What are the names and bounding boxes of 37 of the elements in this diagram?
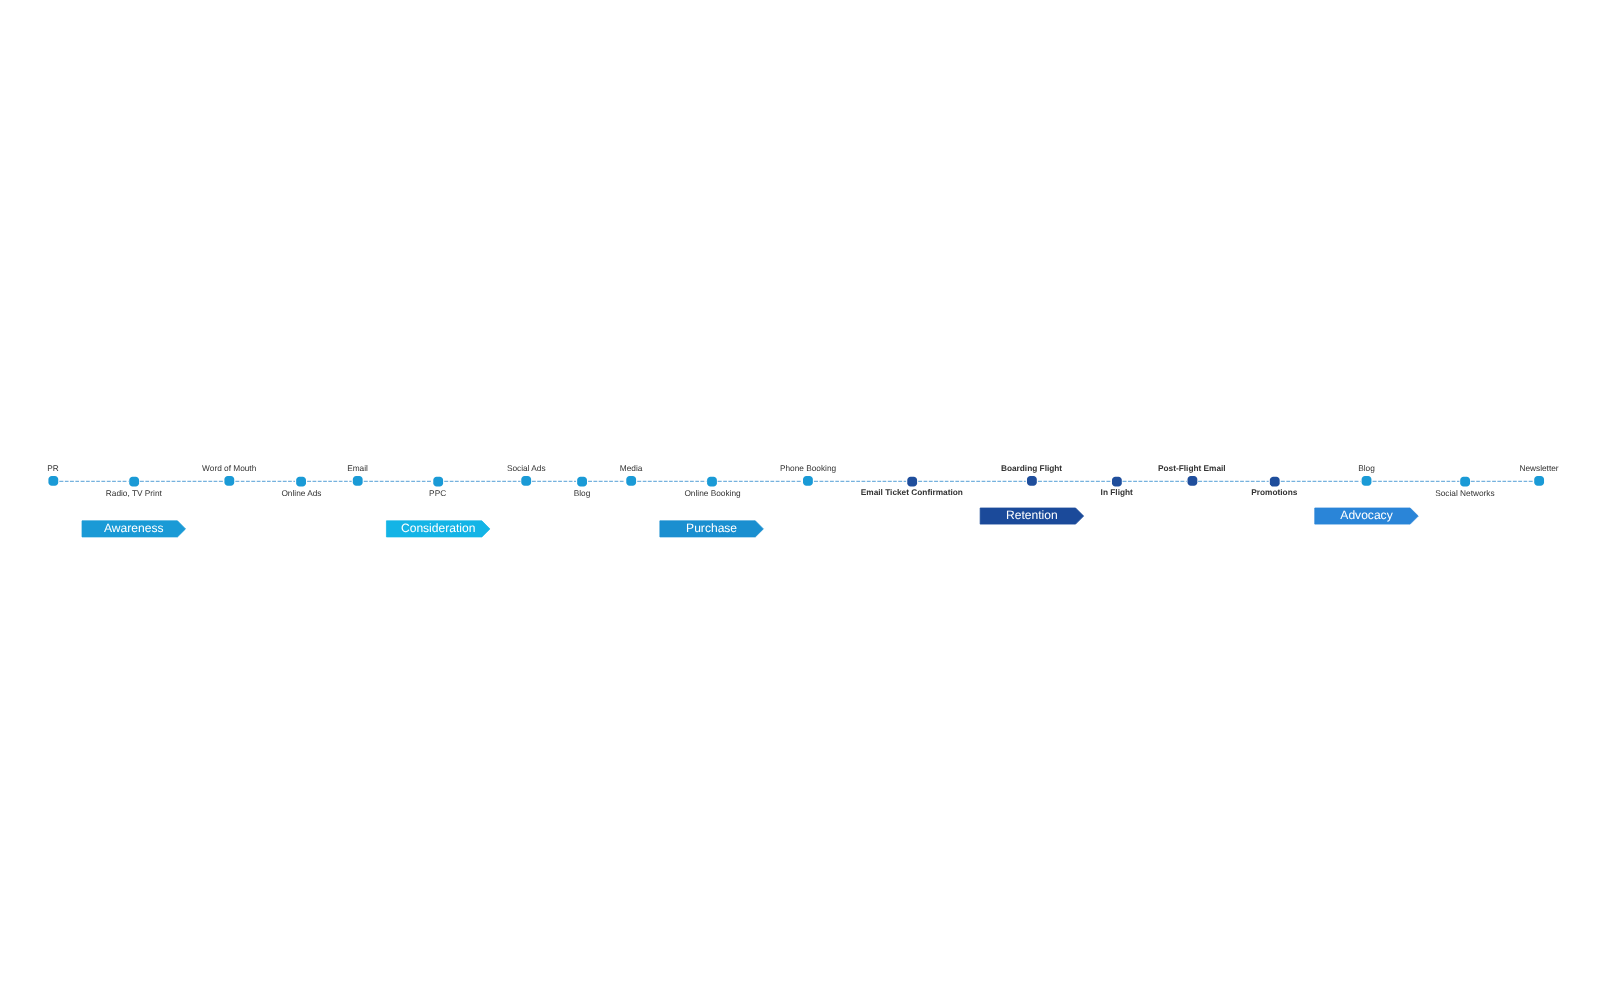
node-circle <box>626 476 637 486</box>
node-circle <box>803 476 813 486</box>
node-circle <box>1460 476 1470 487</box>
node-circle <box>48 476 59 486</box>
connector <box>1122 480 1188 482</box>
node-circle <box>1534 476 1545 486</box>
node-circle <box>296 476 306 487</box>
connector <box>306 480 353 482</box>
connector <box>235 480 296 482</box>
connector <box>1372 480 1460 482</box>
node-circle <box>129 476 140 487</box>
connector <box>531 480 577 482</box>
node-circle <box>907 476 918 487</box>
connector <box>59 480 129 482</box>
node-circle <box>1111 476 1122 487</box>
connector <box>636 480 707 482</box>
node-circle <box>1027 476 1037 486</box>
connector <box>1470 480 1534 482</box>
connector <box>917 480 1027 482</box>
node-circle <box>224 476 235 486</box>
node-circle <box>433 476 444 487</box>
connector <box>1280 480 1361 482</box>
connector <box>443 480 521 482</box>
connector <box>363 480 433 482</box>
node-circle <box>707 476 717 487</box>
node-circle <box>352 476 363 486</box>
connector <box>813 480 907 482</box>
node-circle <box>1187 476 1198 486</box>
node-circle <box>1269 476 1280 487</box>
node-circle <box>1361 476 1372 486</box>
connector <box>587 480 626 482</box>
connector <box>1197 480 1270 482</box>
connector <box>717 480 803 482</box>
node-circle <box>577 476 587 487</box>
connector <box>1037 480 1112 482</box>
connector <box>139 480 224 482</box>
node-circle <box>521 476 532 486</box>
